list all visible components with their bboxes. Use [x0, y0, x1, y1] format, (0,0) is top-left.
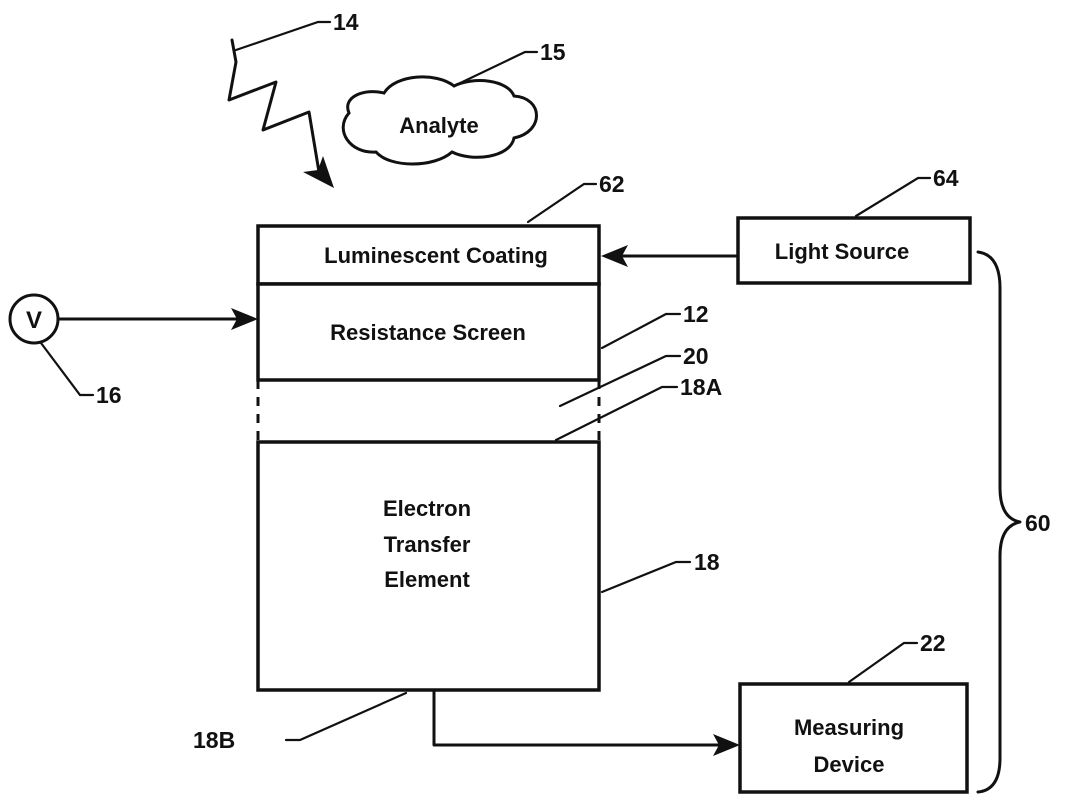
luminescent-coating-box: [256, 224, 601, 286]
leader-64: [854, 176, 932, 218]
electron-transfer-label-line-3: Element: [384, 567, 470, 592]
light-beam-arrowhead: [601, 245, 628, 267]
measuring-device-label-line-1: Measuring: [794, 715, 904, 740]
ref-18: 18: [694, 549, 720, 575]
signal-line: [432, 688, 720, 747]
light-source-box: [736, 216, 972, 285]
ref-18a: 18A: [680, 374, 722, 400]
leader-12: [600, 312, 682, 350]
ref-64: 64: [933, 165, 959, 191]
leader-16: [39, 341, 95, 397]
radiation-zigzag: [227, 38, 321, 174]
leader-15: [452, 50, 539, 88]
voltage-source-symbol: V: [26, 307, 42, 334]
leader-20: [558, 354, 682, 408]
light-source-label: Light Source: [775, 239, 909, 264]
ref-60: 60: [1025, 510, 1051, 536]
leader-22: [847, 641, 919, 684]
ref-12: 12: [683, 301, 709, 327]
system-bracket: [976, 250, 1022, 794]
signal-arrowhead: [713, 734, 740, 756]
leader-14: [234, 20, 332, 52]
voltage-feed-arrowhead: [231, 308, 258, 330]
analyte-label: Analyte: [399, 113, 478, 138]
leader-18b: [284, 691, 408, 742]
electron-transfer-element-box: [256, 440, 601, 692]
luminescent-coating-label: Luminescent Coating: [324, 243, 548, 268]
ref-15: 15: [540, 39, 566, 65]
resistance-screen-label: Resistance Screen: [330, 320, 526, 345]
ref-62: 62: [599, 171, 625, 197]
measuring-device-label-line-2: Device: [814, 752, 885, 777]
ref-18b: 18B: [193, 727, 235, 753]
ref-14: 14: [333, 9, 359, 35]
ref-22: 22: [920, 630, 946, 656]
resistance-screen-box: [256, 282, 601, 382]
radiation-arrowhead: [303, 156, 334, 188]
electron-transfer-label-line-1: Electron: [383, 496, 471, 521]
electron-transfer-label-line-2: Transfer: [384, 532, 471, 557]
analyte-cloud: [341, 75, 538, 166]
measuring-device-box: [738, 682, 969, 794]
leader-62: [526, 182, 598, 224]
ref-16: 16: [96, 382, 122, 408]
leader-18: [600, 560, 692, 594]
ref-20: 20: [683, 343, 709, 369]
leader-18a: [554, 385, 679, 442]
